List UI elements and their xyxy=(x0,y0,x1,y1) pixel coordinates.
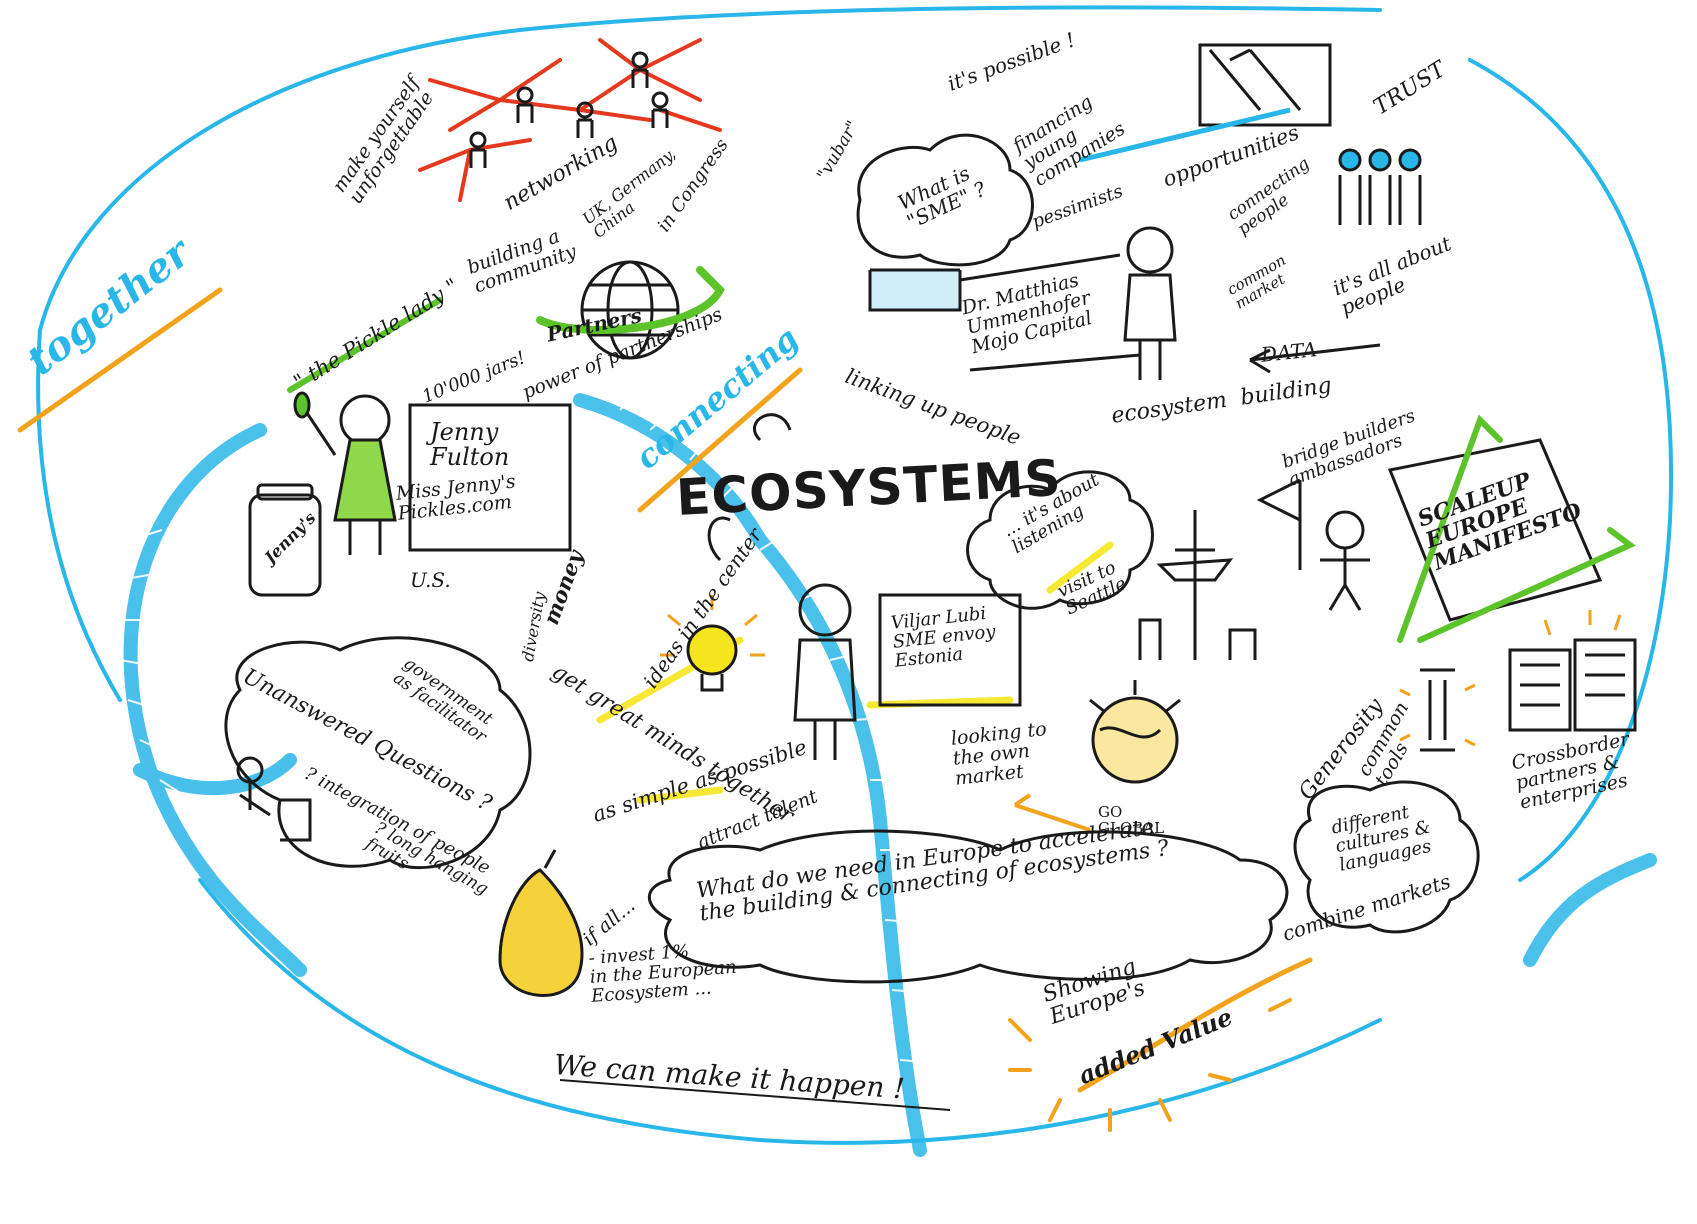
viljar-label: Viljar Lubi SME envoy Estonia xyxy=(889,603,997,672)
central-question-cloud xyxy=(647,829,1289,984)
network-diagram xyxy=(418,38,722,202)
scaleup-box xyxy=(1387,438,1603,622)
listening-cloud xyxy=(966,470,1154,610)
us-label: U.S. xyxy=(410,568,451,592)
jenny-info-box xyxy=(408,403,572,552)
go-global-arrow xyxy=(1013,793,1091,832)
jenny-figure xyxy=(293,391,397,555)
seattle-tower xyxy=(1138,510,1257,660)
pickle-jar xyxy=(248,483,322,597)
lightbulb-icon xyxy=(660,595,765,692)
invest-label: - invest 1% in the European Ecosystem ..… xyxy=(587,940,738,1007)
matthias-figure xyxy=(959,226,1177,380)
globe-partners xyxy=(580,260,680,360)
wrench-icon xyxy=(1420,668,1455,752)
outer-loop xyxy=(36,5,1674,1145)
sme-cloud xyxy=(856,133,1034,267)
viljar-figure xyxy=(793,583,857,760)
opportunities-underline xyxy=(1079,107,1291,163)
scaleup-arrows xyxy=(1397,414,1636,643)
sme-box xyxy=(868,268,962,312)
tools-sparks xyxy=(1399,683,1476,747)
make-it-happen-underline xyxy=(559,1079,951,1111)
crossborder-sparks xyxy=(1543,610,1622,636)
partners-arrow xyxy=(536,266,725,334)
questions-person xyxy=(236,756,312,842)
data-label: DATA xyxy=(1259,337,1319,367)
added-value-sparks xyxy=(1008,998,1292,1132)
crossborder-buildings xyxy=(1508,638,1637,732)
viljar-info-box xyxy=(878,593,1022,707)
connecting-plug-icon xyxy=(707,413,792,562)
go-global: GO GLOBAL xyxy=(1098,803,1165,837)
orange-underlines xyxy=(17,287,1313,1093)
questions-cloud xyxy=(224,636,532,870)
data-arrow xyxy=(1249,343,1381,374)
pickle-lady-underline xyxy=(287,297,443,393)
trust-people xyxy=(1338,148,1422,225)
pear-icon xyxy=(498,868,584,997)
opportunities-door xyxy=(1198,43,1332,127)
looking-own-market: looking to the own market xyxy=(949,717,1048,790)
cultures-cloud xyxy=(1293,780,1480,934)
jenny-name: Jenny Fulton xyxy=(430,418,510,472)
ambassador-figure xyxy=(1256,478,1370,611)
go-global-globe xyxy=(1089,680,1181,784)
ribbon-hatching xyxy=(118,389,927,1063)
network-people-icons xyxy=(469,51,669,168)
pear-stem xyxy=(543,849,557,869)
